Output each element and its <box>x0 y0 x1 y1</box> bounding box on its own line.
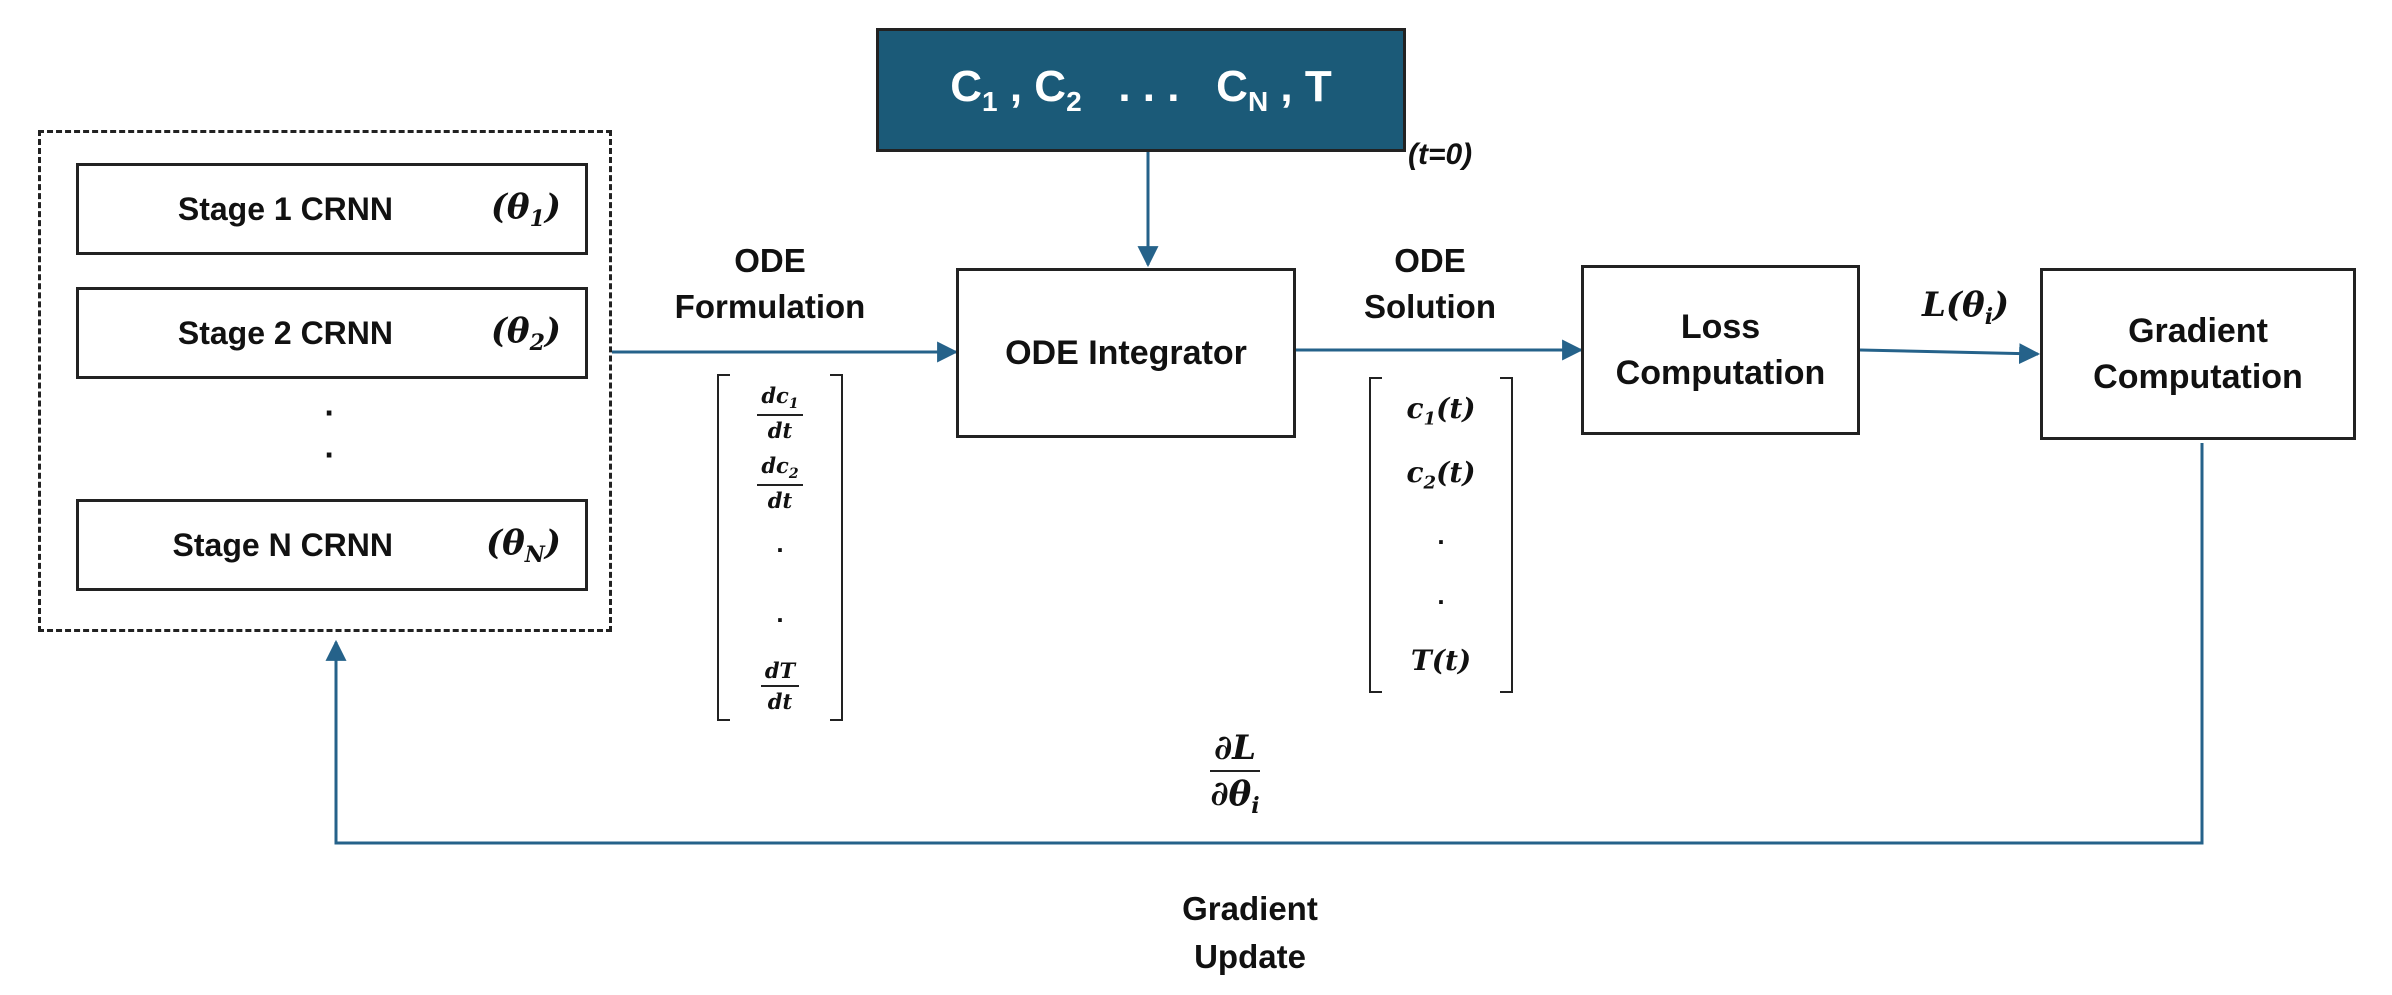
solution-entry-c1: c1(t) <box>1406 392 1476 430</box>
initial-state-box: C1 , C2 . . . CN , T <box>876 28 1406 152</box>
gradient-fraction: ∂L ∂θi <box>1209 728 1261 819</box>
stage-1-label: Stage 1 CRNN <box>177 190 393 227</box>
ode-integrator-box: ODE Integrator <box>956 268 1296 438</box>
stage-1-param: (θ1) <box>490 186 561 232</box>
loss-computation-box: Loss Computation <box>1581 265 1860 435</box>
stage-ellipsis-dot-1: · <box>324 394 336 431</box>
loss-label-1: Loss <box>1680 308 1761 346</box>
loss-output-label: L(θi) <box>1922 285 2010 330</box>
stage-n-param: (θN) <box>486 522 561 568</box>
solution-bracket-right <box>1500 377 1513 693</box>
solution-dot-2: . <box>1437 580 1445 610</box>
solution-entry-c2: c2(t) <box>1406 456 1476 494</box>
ode-formulation-title-2: Formulation <box>674 288 866 325</box>
gradient-label-1: Gradient <box>2128 312 2268 350</box>
ode-solution-title-2: Solution <box>1364 288 1496 325</box>
stage-n-crnn-box: Stage N CRNN (θN) <box>76 499 588 591</box>
ode-solution-title-1: ODE <box>1394 242 1466 279</box>
arrow-feedback-path <box>325 443 2204 845</box>
solution-vector: c1(t) c2(t) . . T(t) <box>1382 392 1500 677</box>
initial-time-label: (t=0) <box>1408 138 1473 171</box>
stage-2-label: Stage 2 CRNN <box>177 314 393 351</box>
arrow-loss-to-gradient <box>1859 343 2041 365</box>
gradient-computation-box: Gradient Computation <box>2040 268 2356 440</box>
solution-bracket-left <box>1369 377 1382 693</box>
formulation-bracket-left <box>717 374 730 721</box>
formulation-dot-2: . <box>776 598 784 628</box>
loss-label-2: Computation <box>1615 354 1826 392</box>
stage-1-crnn-box: Stage 1 CRNN (θ1) <box>76 163 588 255</box>
stage-n-label: Stage N CRNN <box>172 526 393 563</box>
gradient-label-2: Computation <box>2093 358 2303 396</box>
ode-integrator-label: ODE Integrator <box>1005 333 1247 372</box>
crnn-stage-group <box>38 130 612 632</box>
gradient-update-label-2: Update <box>1194 938 1306 975</box>
stage-2-param: (θ2) <box>490 310 561 356</box>
gradient-update-label-1: Gradient <box>1182 890 1318 927</box>
initial-state-text: C1 , C2 . . . CN , T <box>950 62 1332 117</box>
stage-ellipsis-dot-2: · <box>324 436 336 473</box>
formulation-dot-1: . <box>776 528 784 558</box>
solution-entry-T: T(t) <box>1410 644 1472 677</box>
formulation-bracket-right <box>830 374 843 721</box>
stage-2-crnn-box: Stage 2 CRNN (θ2) <box>76 287 588 379</box>
solution-dot-1: . <box>1437 520 1445 550</box>
ode-formulation-title-1: ODE <box>734 242 806 279</box>
